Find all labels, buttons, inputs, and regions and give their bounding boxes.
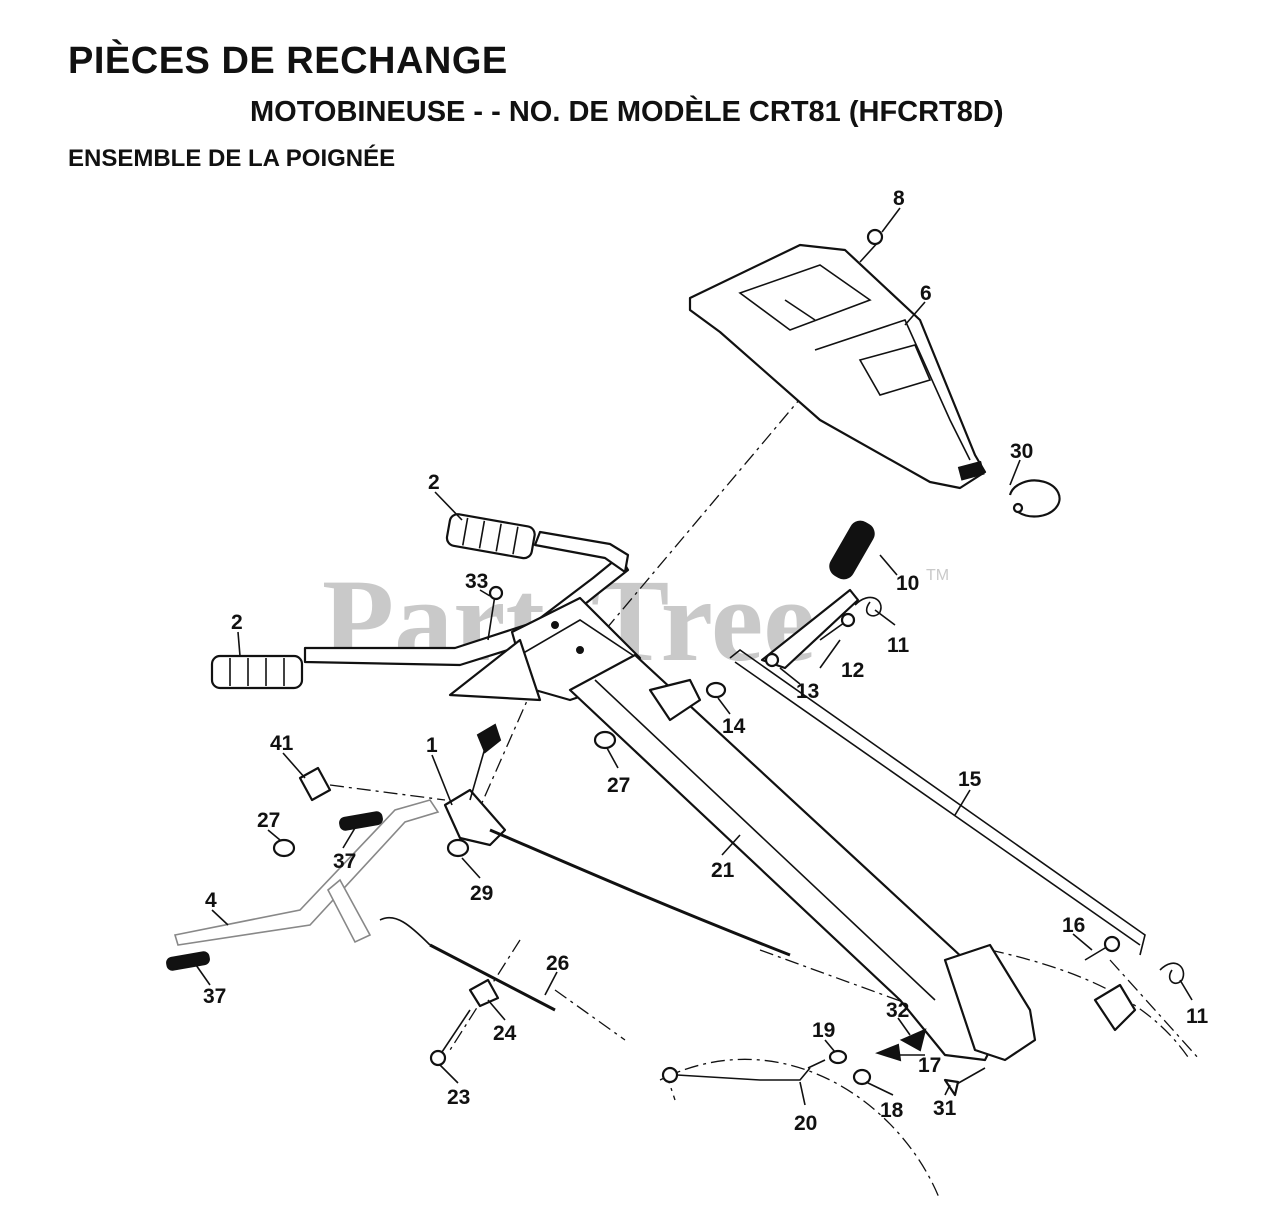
cover-part-6 [688, 243, 987, 490]
callout-labels: 8 6 30 2 10 33 11 2 12 13 14 27 41 1 15 … [203, 187, 1209, 1135]
gear-part-32 [899, 1028, 927, 1052]
callout-20: 20 [794, 1112, 817, 1135]
callout-23: 23 [447, 1086, 470, 1109]
depth-lever-part-20 [661, 1059, 826, 1084]
callout-32: 32 [886, 999, 909, 1022]
throttle-cable [489, 828, 791, 957]
callout-30: 30 [1010, 440, 1033, 463]
callout-27-left: 27 [257, 809, 280, 832]
callout-41: 41 [270, 732, 294, 755]
callout-16: 16 [1062, 914, 1085, 937]
clip-part-41 [298, 766, 332, 802]
callout-2-lower: 2 [231, 611, 243, 634]
page-title: PIÈCES DE RECHANGE [68, 40, 508, 82]
callout-24: 24 [493, 1022, 517, 1045]
callout-11-lower: 11 [1186, 1005, 1209, 1028]
pin-part-37-lower [166, 951, 210, 971]
callout-4: 4 [205, 889, 217, 912]
shift-rod-part-15 [729, 649, 1146, 956]
model-subtitle: MOTOBINEUSE - - NO. DE MODÈLE CRT81 (HFC… [250, 96, 1004, 128]
section-heading: ENSEMBLE DE LA POIGNÉE [68, 145, 396, 172]
callout-26: 26 [546, 952, 569, 975]
callout-11-upper: 11 [887, 634, 910, 657]
callout-8: 8 [893, 187, 905, 210]
callout-6: 6 [920, 282, 932, 305]
callout-31: 31 [933, 1097, 957, 1120]
callout-15: 15 [958, 768, 982, 791]
callout-13: 13 [796, 680, 819, 703]
callout-18: 18 [880, 1099, 904, 1122]
callout-2-upper: 2 [428, 471, 440, 494]
callout-33: 33 [465, 570, 488, 593]
callout-14: 14 [722, 715, 746, 738]
spacer-part-14 [705, 681, 727, 699]
callout-12: 12 [841, 659, 864, 682]
callout-37-lower: 37 [203, 985, 226, 1008]
screw-part-31 [943, 1067, 986, 1097]
alignment-lines [329, 329, 1201, 1201]
clutch-cable-part-26 [379, 916, 556, 1012]
callout-19: 19 [812, 1019, 835, 1042]
bolt-part-33 [487, 585, 504, 641]
callout-10: 10 [896, 572, 919, 595]
spacer-part-17 [875, 1043, 902, 1062]
clip-part-24 [468, 978, 500, 1008]
callout-17: 17 [918, 1054, 941, 1077]
callout-37-upper: 37 [333, 850, 356, 873]
bolt-part-16 [1084, 935, 1121, 961]
callout-27-center: 27 [607, 774, 630, 797]
shift-bracket [1093, 983, 1137, 1032]
shift-lever-part-13 [760, 520, 875, 670]
callout-21: 21 [711, 859, 735, 882]
screw-part-8 [859, 228, 884, 263]
watermark-trademark: TM [926, 567, 949, 584]
bolt-part-23 [429, 1009, 471, 1067]
ring-clip-part-30 [1008, 479, 1061, 518]
leader-lines [195, 207, 1193, 1106]
hairpin-part-11 [854, 596, 1185, 985]
washer-part-18 [852, 1068, 872, 1086]
throttle-control-part-1 [443, 723, 507, 847]
pin-part-37-upper [339, 811, 383, 831]
shaft-part-4 [173, 799, 440, 946]
handle-tube-part-21 [568, 653, 1037, 1062]
washer-part-19 [828, 1049, 848, 1065]
callout-1: 1 [426, 734, 438, 757]
nut-part-27-left [272, 838, 296, 858]
nut-part-27 [593, 730, 617, 750]
bolt-part-12 [819, 612, 856, 641]
nut-part-29 [446, 838, 470, 858]
callout-29: 29 [470, 882, 493, 905]
